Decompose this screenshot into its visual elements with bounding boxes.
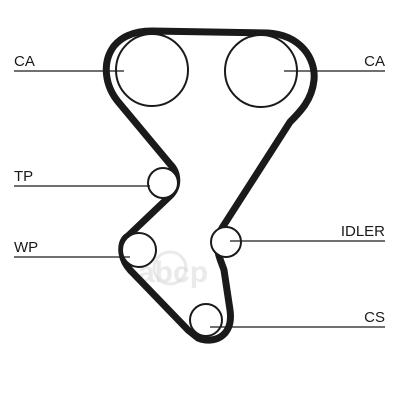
camshaft-pulley-left [115,33,189,107]
label-ca-right: CA [364,53,385,70]
tensioner-pulley [147,167,179,199]
label-cs: CS [364,309,385,326]
label-ca-left: CA [14,53,35,70]
label-tp: TP [14,168,33,185]
label-wp: WP [14,239,38,256]
idler-pulley [210,226,242,258]
water-pump-pulley [121,232,157,268]
crankshaft-pulley [189,303,223,337]
timing-belt [102,27,318,344]
label-idler: IDLER [341,223,385,240]
